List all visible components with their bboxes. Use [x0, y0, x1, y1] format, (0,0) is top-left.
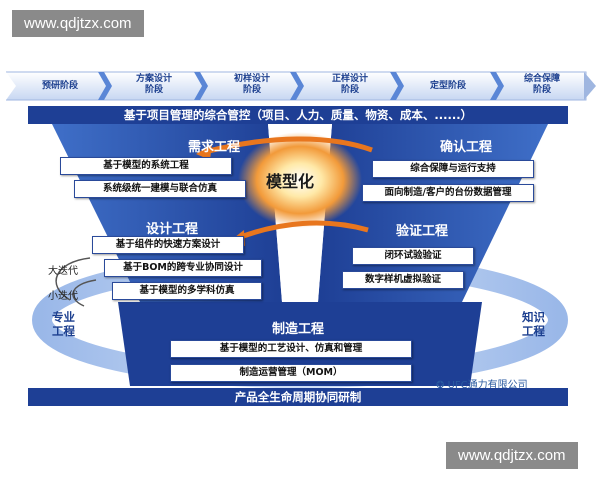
section-title-design: 设计工程 — [146, 222, 199, 237]
item-system-modeling: 系统级统一建模与联合仿真 — [74, 180, 246, 198]
item-multidisciplinary-sim: 基于模型的多学科仿真 — [112, 282, 262, 300]
company-credit: ✪ UFC通力有限公司 — [436, 376, 528, 391]
section-title-manufacturing: 制造工程 — [272, 322, 325, 337]
item-support-ops: 综合保障与运行支持 — [372, 160, 534, 178]
wechat-icon: ✪ — [436, 380, 448, 391]
stage-arrow-bar — [6, 71, 596, 101]
side-label-professional-engineering: 专业 工程 — [52, 310, 75, 338]
center-label: 模型化 — [266, 172, 315, 191]
small-iteration-label: 小迭代 — [48, 291, 78, 302]
stage-label-2: 方案设计 阶段 — [135, 74, 172, 95]
item-process-design: 基于模型的工艺设计、仿真和管理 — [170, 340, 412, 358]
watermark-top: www.qdjtzx.com — [12, 10, 144, 37]
side-label-knowledge-engineering: 知识 工程 — [522, 310, 545, 338]
top-banner: 基于项目管理的综合管控（项目、人力、质量、物资、成本、......） — [28, 106, 568, 124]
item-mbse: 基于模型的系统工程 — [60, 157, 232, 175]
item-component-design: 基于组件的快速方案设计 — [92, 236, 244, 254]
section-title-confirmation: 确认工程 — [440, 140, 493, 155]
section-title-verification: 验证工程 — [396, 224, 449, 239]
item-mom: 制造运营管理（MOM） — [170, 364, 412, 382]
item-digital-prototype: 数字样机虚拟验证 — [342, 271, 464, 289]
section-title-requirements: 需求工程 — [188, 140, 241, 155]
big-iteration-label: 大迭代 — [48, 266, 78, 277]
stage-label-4: 正样设计 阶段 — [331, 74, 368, 95]
company-credit-text: UFC通力有限公司 — [447, 380, 528, 391]
watermark-bottom: www.qdjtzx.com — [446, 442, 578, 469]
item-unit-data-mgmt: 面向制造/客户的台份数据管理 — [362, 184, 534, 202]
stage-label-5: 定型阶段 — [429, 81, 466, 91]
item-closed-loop-test: 闭环试验验证 — [352, 247, 474, 265]
stage-label-6: 综合保障 阶段 — [523, 74, 560, 95]
bottom-banner: 产品全生命周期协同研制 — [28, 388, 568, 406]
stage-label-1: 预研阶段 — [41, 81, 78, 91]
item-bom-design: 基于BOM的跨专业协同设计 — [104, 259, 262, 277]
stage-label-3: 初样设计 阶段 — [233, 74, 270, 95]
